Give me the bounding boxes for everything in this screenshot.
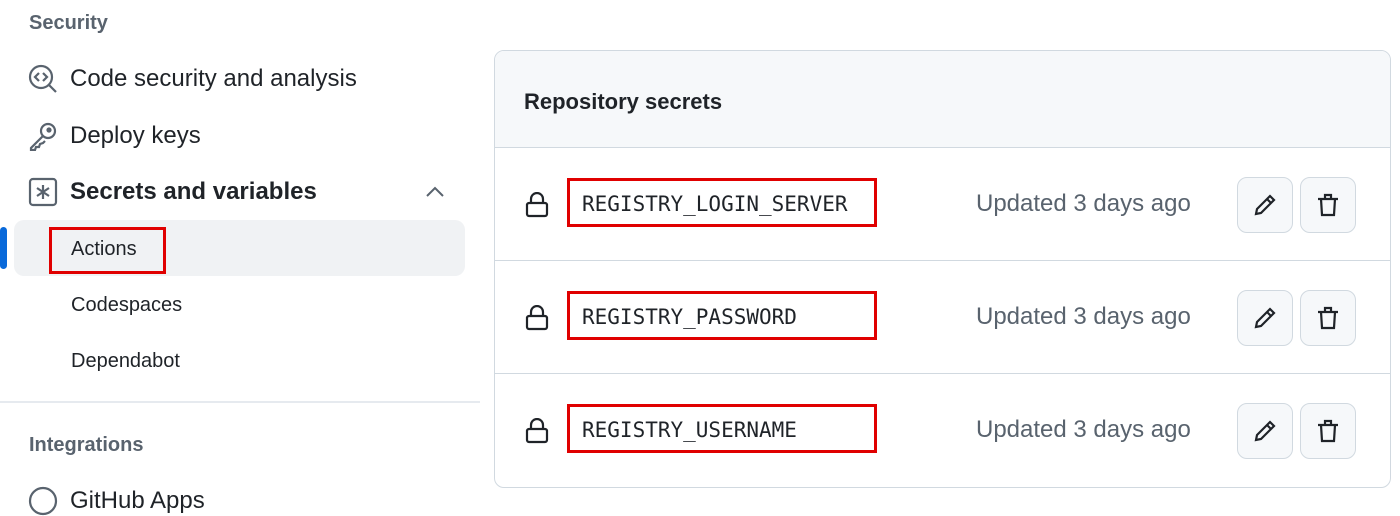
asterisk-icon xyxy=(28,177,58,207)
panel-title: Repository secrets xyxy=(495,51,1390,148)
sidebar-item-deploy-keys[interactable]: Deploy keys xyxy=(28,121,201,151)
sidebar-item-label: Secrets and variables xyxy=(70,178,317,205)
pencil-icon xyxy=(1254,194,1276,216)
secret-row: REGISTRY_PASSWORD Updated 3 days ago xyxy=(495,261,1390,374)
trash-icon xyxy=(1318,419,1338,443)
active-indicator xyxy=(0,227,7,269)
highlight-box xyxy=(49,227,166,274)
integrations-heading: Integrations xyxy=(29,434,144,456)
trash-icon xyxy=(1318,306,1338,330)
edit-secret-button[interactable] xyxy=(1237,403,1293,459)
sidebar-subitem-codespaces[interactable]: Codespaces xyxy=(71,294,183,316)
delete-secret-button[interactable] xyxy=(1300,177,1356,233)
lock-icon xyxy=(525,192,549,218)
trash-icon xyxy=(1318,193,1338,217)
secret-updated: Updated 3 days ago xyxy=(976,416,1191,443)
chevron-up-icon[interactable] xyxy=(424,181,446,203)
settings-sidebar: Security Code security and analysis Depl… xyxy=(0,0,480,516)
sidebar-item-label: GitHub Apps xyxy=(70,487,205,514)
sidebar-subitem-dependabot[interactable]: Dependabot xyxy=(71,350,180,372)
lock-icon xyxy=(525,418,549,444)
key-icon xyxy=(29,122,57,151)
secret-row: REGISTRY_USERNAME Updated 3 days ago xyxy=(495,374,1390,487)
lock-icon xyxy=(525,305,549,331)
codescan-icon xyxy=(28,64,57,93)
secret-name: REGISTRY_PASSWORD xyxy=(567,291,877,340)
delete-secret-button[interactable] xyxy=(1300,403,1356,459)
secret-name: REGISTRY_USERNAME xyxy=(567,404,877,453)
edit-secret-button[interactable] xyxy=(1237,177,1293,233)
edit-secret-button[interactable] xyxy=(1237,290,1293,346)
apps-icon xyxy=(28,486,58,516)
sidebar-item-github-apps[interactable]: GitHub Apps xyxy=(28,486,205,516)
delete-secret-button[interactable] xyxy=(1300,290,1356,346)
secret-updated: Updated 3 days ago xyxy=(976,190,1191,217)
pencil-icon xyxy=(1254,307,1276,329)
secret-row: REGISTRY_LOGIN_SERVER Updated 3 days ago xyxy=(495,148,1390,261)
pencil-icon xyxy=(1254,420,1276,442)
sidebar-item-secrets-and-variables[interactable]: Secrets and variables xyxy=(28,177,448,207)
divider xyxy=(0,401,480,403)
secret-name: REGISTRY_LOGIN_SERVER xyxy=(567,178,877,227)
security-heading: Security xyxy=(29,12,108,34)
sidebar-item-label: Deploy keys xyxy=(70,122,201,149)
sidebar-item-label: Code security and analysis xyxy=(70,65,357,92)
secret-updated: Updated 3 days ago xyxy=(976,303,1191,330)
sidebar-subitem-label[interactable]: Actions xyxy=(71,238,137,260)
repository-secrets-panel: Repository secrets REGISTRY_LOGIN_SERVER… xyxy=(494,50,1391,488)
sidebar-item-code-security[interactable]: Code security and analysis xyxy=(28,64,357,94)
